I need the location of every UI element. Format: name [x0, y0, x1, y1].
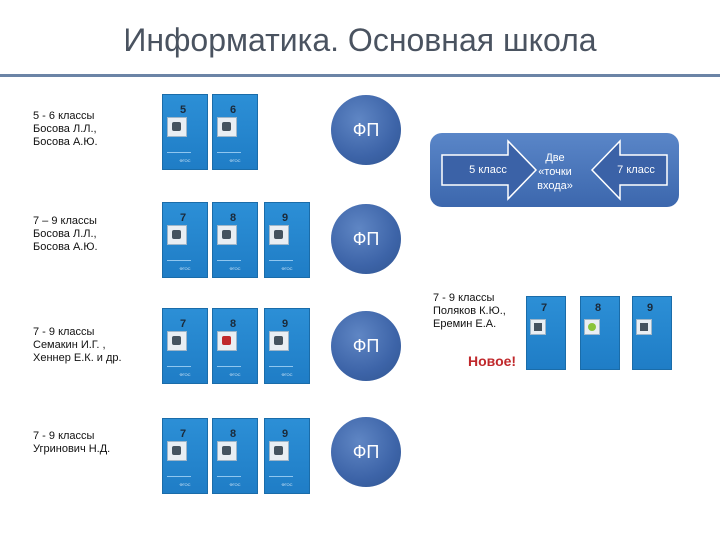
grade-number: 5: [180, 104, 187, 116]
cover-image: [167, 441, 187, 461]
entry-left-label: 5 класс: [469, 164, 507, 176]
cover-image: [167, 117, 187, 137]
cover-image: [217, 117, 237, 137]
entry-center-label: Две «точки входа»: [537, 152, 573, 192]
grade-number: 9: [282, 318, 289, 330]
cover-image: [167, 225, 187, 245]
fp-badge: ФП: [331, 204, 401, 274]
cover-image: [269, 225, 289, 245]
author-text: Угринович Н.Д.: [33, 443, 111, 455]
grade-text: 7 – 9 классы: [33, 215, 97, 227]
author-text: Еремин Е.А.: [433, 318, 497, 330]
textbook-cover[interactable]: 7 ФГОС: [162, 308, 208, 384]
author-text: Хеннер Е.К. и др.: [33, 352, 122, 364]
page-title: Информатика. Основная школа: [123, 22, 597, 58]
grade-number: 8: [230, 318, 237, 330]
cover-image: [530, 319, 546, 335]
cover-footer: ФГОС: [179, 266, 191, 271]
author-text: Босова А.Ю.: [33, 136, 98, 148]
textbook-cover[interactable]: 5 ФГОС: [162, 94, 208, 170]
cover-footer: ФГОС: [229, 482, 241, 487]
grade-number: 7: [541, 302, 548, 314]
textbook-cover[interactable]: 8: [580, 296, 620, 370]
textbook-cover[interactable]: 8 ФГОС: [212, 418, 258, 494]
cover-image: [636, 319, 652, 335]
grade-text: 5 - 6 классы: [33, 110, 95, 122]
cover-footer: ФГОС: [281, 266, 293, 271]
author-text: Семакин И.Г. ,: [33, 339, 106, 351]
grade-text: 7 - 9 классы: [33, 430, 95, 442]
textbook-cover[interactable]: 9: [632, 296, 672, 370]
textbook-cover[interactable]: 8 ФГОС: [212, 308, 258, 384]
fp-badge: ФП: [331, 311, 401, 381]
textbook-cover[interactable]: 9 ФГОС: [264, 202, 310, 278]
textbook-cover[interactable]: 8 ФГОС: [212, 202, 258, 278]
entry-points-panel: 5 класс Две «точки входа» 7 класс: [430, 133, 679, 207]
cover-footer: ФГОС: [179, 482, 191, 487]
cover-footer: ФГОС: [229, 372, 241, 377]
fp-badge: ФП: [331, 95, 401, 165]
cover-image: [167, 331, 187, 351]
cover-image: [269, 331, 289, 351]
cover-footer: ФГОС: [281, 482, 293, 487]
grade-number: 7: [180, 318, 187, 330]
textbook-cover[interactable]: 9 ФГОС: [264, 418, 310, 494]
grade-number: 9: [282, 212, 289, 224]
entry-right-label: 7 класс: [617, 164, 655, 176]
textbook-cover[interactable]: 7 ФГОС: [162, 202, 208, 278]
grade-number: 8: [230, 212, 237, 224]
cover-image: [269, 441, 289, 461]
grade-number: 6: [230, 104, 237, 116]
textbook-cover[interactable]: 6 ФГОС: [212, 94, 258, 170]
group-label-bosova-7-9: 7 – 9 классы Босова Л.Л., Босова А.Ю.: [33, 215, 98, 254]
grade-number: 8: [595, 302, 602, 314]
grade-number: 7: [180, 428, 187, 440]
cover-image: [217, 225, 237, 245]
grade-text: 7 - 9 классы: [433, 292, 495, 304]
author-text: Босова Л.Л.,: [33, 123, 97, 135]
grade-number: 8: [230, 428, 237, 440]
cover-image: [217, 331, 237, 351]
cover-footer: ФГОС: [229, 158, 241, 163]
group-label-5-6: 5 - 6 классы Босова Л.Л., Босова А.Ю.: [33, 110, 98, 149]
author-text: Босова А.Ю.: [33, 241, 98, 253]
textbook-cover[interactable]: 7 ФГОС: [162, 418, 208, 494]
grade-number: 7: [180, 212, 187, 224]
arrows-graphic: [441, 139, 668, 201]
group-label-polyakov: 7 - 9 классы Поляков К.Ю., Еремин Е.А.: [433, 292, 506, 331]
cover-footer: ФГОС: [229, 266, 241, 271]
new-badge: Новое!: [468, 353, 517, 369]
cover-image: [217, 441, 237, 461]
group-label-semakin: 7 - 9 классы Семакин И.Г. , Хеннер Е.К. …: [33, 326, 122, 365]
cover-footer: ФГОС: [179, 158, 191, 163]
cover-footer: ФГОС: [281, 372, 293, 377]
author-text: Поляков К.Ю.,: [433, 305, 506, 317]
group-label-ugrinovich: 7 - 9 классы Угринович Н.Д.: [33, 430, 110, 456]
grade-number: 9: [647, 302, 654, 314]
textbook-cover[interactable]: 7: [526, 296, 566, 370]
cover-image: [584, 319, 600, 335]
grade-number: 9: [282, 428, 289, 440]
title-divider: [0, 74, 720, 77]
grade-text: 7 - 9 классы: [33, 326, 95, 338]
cover-footer: ФГОС: [179, 372, 191, 377]
textbook-cover[interactable]: 9 ФГОС: [264, 308, 310, 384]
fp-badge: ФП: [331, 417, 401, 487]
author-text: Босова Л.Л.,: [33, 228, 97, 240]
